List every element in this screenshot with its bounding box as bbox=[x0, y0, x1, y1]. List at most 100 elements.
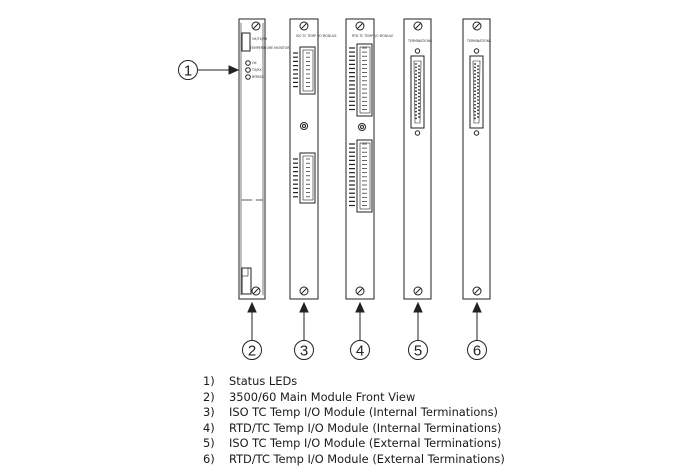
connector-pin bbox=[474, 114, 476, 116]
connector-pin bbox=[415, 69, 417, 72]
connector-pin bbox=[474, 69, 476, 72]
connector-pin bbox=[474, 66, 476, 69]
connector-pin bbox=[477, 102, 479, 105]
connector-pin bbox=[415, 76, 417, 79]
connector-pin bbox=[415, 93, 417, 96]
legend-number: 1) bbox=[203, 374, 215, 388]
connector-pin bbox=[418, 109, 420, 112]
connector-pin bbox=[477, 112, 479, 115]
connector-pin bbox=[415, 100, 417, 103]
connector-pin bbox=[477, 75, 479, 78]
connector-pin bbox=[474, 97, 476, 99]
led-txrx-label: TX/RX bbox=[251, 68, 262, 72]
connector-pin bbox=[415, 86, 417, 89]
led-ok-label: OK bbox=[252, 61, 258, 65]
callout-4-number: 4 bbox=[356, 343, 364, 360]
connector-pin bbox=[415, 83, 417, 86]
connector-pin bbox=[474, 86, 476, 89]
iso-tc-internal-panel bbox=[289, 18, 319, 300]
legend-list: 1) Status LEDs 2) 3500/60 Main Module Fron… bbox=[203, 374, 505, 468]
connector-pin bbox=[477, 88, 479, 91]
callout-4 bbox=[350, 301, 370, 360]
legend-number: 2) bbox=[203, 389, 215, 404]
callout-1 bbox=[178, 60, 240, 80]
connector-pin bbox=[418, 68, 420, 71]
callout-1-number: 1 bbox=[184, 63, 192, 80]
connector-pin bbox=[474, 107, 476, 110]
legend-item: 4) RTD/TC Temp I/O Module (Internal Termi… bbox=[203, 421, 505, 437]
connector-pin bbox=[415, 63, 417, 65]
status-leds bbox=[245, 60, 251, 80]
connector-pin bbox=[418, 82, 420, 84]
connector-pin bbox=[477, 71, 479, 74]
legend-text: RTD/TC Temp I/O Module (Internal Termina… bbox=[229, 420, 502, 435]
connector-pin bbox=[474, 90, 476, 93]
legend-number: 4) bbox=[203, 420, 215, 435]
connector-pin bbox=[477, 99, 479, 101]
terminal-detail-marks bbox=[293, 47, 479, 207]
connector-pin bbox=[415, 107, 417, 110]
rtd-tc-external-panel bbox=[462, 18, 491, 300]
main-module-panel bbox=[238, 18, 266, 300]
connector-pin bbox=[474, 63, 476, 65]
connector-pin bbox=[474, 83, 476, 86]
module6-top-label: TERMINATIONS bbox=[466, 39, 491, 43]
connector-pin bbox=[418, 85, 420, 88]
connector-pin bbox=[477, 92, 479, 95]
module5-top-label: TERMINATIONS bbox=[407, 39, 432, 43]
main-top-label: OK/TX/RX bbox=[252, 37, 268, 41]
legend-number: 5) bbox=[203, 436, 215, 451]
connector-pin bbox=[474, 80, 476, 82]
connector-pin bbox=[474, 103, 476, 106]
connector-pin bbox=[415, 110, 417, 113]
connector-pin bbox=[477, 109, 479, 112]
callout-6-number: 6 bbox=[473, 343, 481, 360]
connector-pin bbox=[474, 76, 476, 79]
connector-pin bbox=[418, 75, 420, 78]
connector-pin bbox=[474, 73, 476, 76]
module4-top-label: RTD TC TEMP I/O MODULE bbox=[352, 34, 393, 38]
connector-pin bbox=[477, 68, 479, 71]
connector-pin bbox=[474, 100, 476, 103]
connector-pin bbox=[474, 110, 476, 113]
connector-pin bbox=[477, 78, 479, 81]
connector-pin bbox=[415, 90, 417, 93]
connector-pin bbox=[477, 85, 479, 88]
connector-pin bbox=[477, 105, 479, 108]
legend-text: ISO TC Temp I/O Module (Internal Termina… bbox=[229, 405, 498, 420]
legend-text: RTD/TC Temp I/O Module (External Termina… bbox=[229, 451, 505, 466]
connector-pin bbox=[415, 97, 417, 99]
connector-pin bbox=[418, 116, 420, 118]
connector-pin bbox=[418, 95, 420, 98]
connector-pin bbox=[418, 105, 420, 108]
main-mid-label: TEMPERATURE MONITOR bbox=[249, 46, 290, 50]
callout-3-number: 3 bbox=[300, 343, 308, 360]
connector-pin bbox=[418, 102, 420, 105]
legend-item: 6)RTD/TC Temp I/O Module (External Termi… bbox=[203, 452, 505, 468]
connector-pin bbox=[418, 78, 420, 81]
connector-pin bbox=[415, 66, 417, 69]
callout-3 bbox=[294, 301, 314, 360]
legend-text: 3500/60 Main Module Front View bbox=[229, 389, 416, 404]
rtd-tc-internal-panel bbox=[345, 18, 375, 300]
connector-pin bbox=[418, 112, 420, 115]
callout-2 bbox=[242, 301, 262, 360]
connector-pin bbox=[477, 116, 479, 118]
legend-number: 3) bbox=[203, 405, 215, 420]
legend-item: 1) Status LEDs bbox=[203, 374, 505, 390]
legend-item: 5)ISO TC Temp I/O Module (External Termi… bbox=[203, 436, 505, 452]
legend-item: 3) ISO TC Temp I/O Module (Internal Termi… bbox=[203, 405, 505, 421]
connector-pin bbox=[415, 114, 417, 116]
led-bypass-label: BYPASS bbox=[252, 75, 264, 79]
connector-pin bbox=[474, 93, 476, 96]
callout-6 bbox=[467, 301, 487, 360]
legend-text: Status LEDs bbox=[229, 374, 298, 388]
connector-pin bbox=[418, 65, 420, 67]
connector-pin bbox=[477, 65, 479, 67]
legend-item: 2) 3500/60 Main Module Front View bbox=[203, 390, 505, 406]
callout-5 bbox=[408, 301, 428, 360]
callout-5-number: 5 bbox=[414, 343, 422, 360]
connector-pin bbox=[418, 92, 420, 95]
